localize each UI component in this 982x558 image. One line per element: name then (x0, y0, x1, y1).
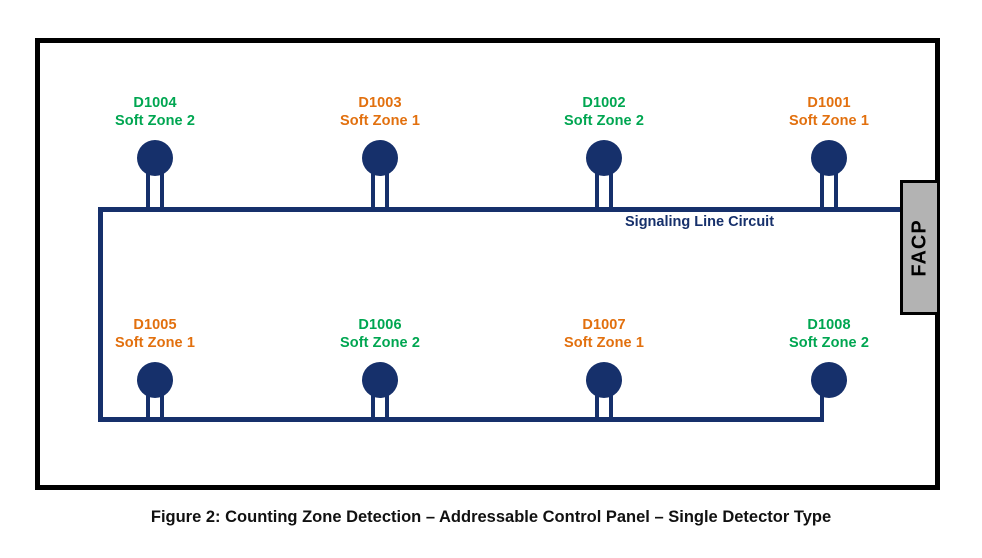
figure-caption: Figure 2: Counting Zone Detection – Addr… (150, 508, 832, 526)
detector-tag: D1003 (358, 95, 402, 111)
detector-leg-d1003-1 (371, 158, 375, 212)
detector-leg-d1004-2 (160, 158, 164, 212)
detector-d1006[interactable] (362, 362, 398, 398)
detector-leg-d1005-2 (160, 380, 164, 422)
detector-leg-d1008-1 (820, 380, 824, 422)
detector-zone: Soft Zone 2 (563, 113, 645, 129)
detector-tag: D1004 (133, 95, 177, 111)
detector-leg-d1005-1 (146, 380, 150, 422)
detector-leg-d1001-1 (820, 158, 824, 212)
facp-panel[interactable]: FACP (900, 180, 940, 315)
figure-border (35, 38, 940, 490)
slc-bottom-run (98, 417, 820, 422)
detector-tag: D1008 (807, 317, 851, 333)
detector-tag: D1005 (133, 317, 177, 333)
slc-left-return (98, 207, 103, 422)
facp-label: FACP (908, 218, 931, 277)
detector-d1005[interactable] (137, 362, 173, 398)
detector-leg-d1001-2 (834, 158, 838, 212)
detector-d1004[interactable] (137, 140, 173, 176)
detector-zone: Soft Zone 2 (788, 335, 870, 351)
detector-leg-d1002-1 (595, 158, 599, 212)
detector-tag: D1007 (582, 317, 626, 333)
slc-label: Signaling Line Circuit (625, 214, 775, 230)
detector-leg-d1004-1 (146, 158, 150, 212)
detector-zone: Soft Zone 1 (788, 113, 870, 129)
detector-zone: Soft Zone 1 (114, 335, 196, 351)
detector-leg-d1003-2 (385, 158, 389, 212)
detector-zone: Soft Zone 1 (339, 113, 421, 129)
detector-leg-d1007-1 (595, 380, 599, 422)
detector-tag: D1001 (807, 95, 851, 111)
detector-d1002[interactable] (586, 140, 622, 176)
detector-d1007[interactable] (586, 362, 622, 398)
slc-top-run (98, 207, 910, 212)
detector-leg-d1006-1 (371, 380, 375, 422)
detector-tag: D1006 (358, 317, 402, 333)
detector-zone: Soft Zone 1 (563, 335, 645, 351)
detector-leg-d1002-2 (609, 158, 613, 212)
detector-leg-d1007-2 (609, 380, 613, 422)
detector-zone: Soft Zone 2 (114, 113, 196, 129)
detector-tag: D1002 (582, 95, 626, 111)
detector-zone: Soft Zone 2 (339, 335, 421, 351)
detector-d1003[interactable] (362, 140, 398, 176)
detector-d1008[interactable] (811, 362, 847, 398)
detector-leg-d1006-2 (385, 380, 389, 422)
detector-d1001[interactable] (811, 140, 847, 176)
